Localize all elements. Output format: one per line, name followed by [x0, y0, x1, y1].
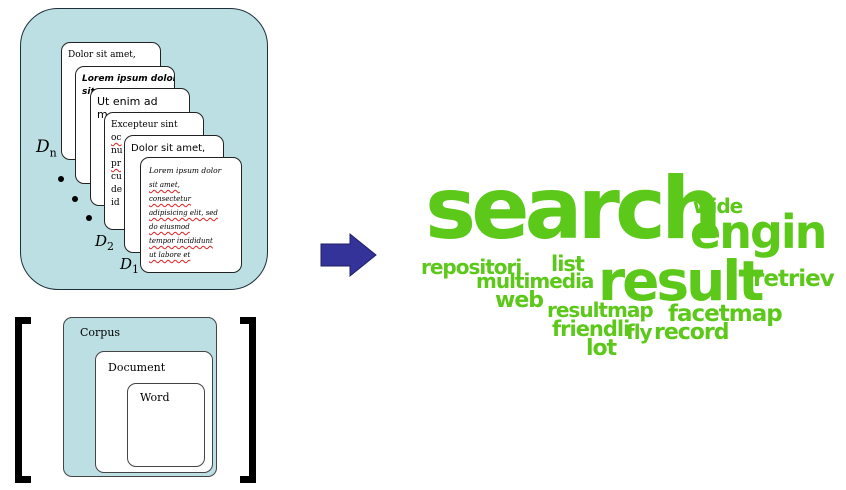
document-line: Dolor sit amet, — [68, 50, 136, 60]
word-label: Word — [140, 391, 170, 404]
word-friendli: friendli — [552, 317, 630, 341]
document-line: nu — [111, 146, 123, 156]
word-repositori: repositori — [421, 255, 522, 279]
word-wide: wide — [693, 194, 743, 218]
word-result: result — [598, 249, 764, 313]
document-line: Dolor sit amet, — [131, 143, 206, 154]
label-d-2: D2 — [95, 232, 115, 253]
right-arrow-icon — [320, 232, 377, 278]
document-line: do eiusmod — [149, 223, 190, 231]
document-line: pr — [111, 159, 122, 169]
right-bracket — [240, 317, 256, 483]
left-bracket — [15, 317, 31, 483]
word-record: record — [654, 320, 730, 345]
document-line: id — [111, 198, 120, 208]
word-resultmap: resultmap — [547, 298, 654, 322]
document-line: sit — [82, 87, 95, 97]
word-list: list — [551, 252, 585, 276]
word-search: search — [425, 159, 722, 259]
label-d-n: Dn — [36, 137, 57, 160]
word-retriev: retriev — [753, 266, 835, 292]
ellipsis-dot — [72, 196, 78, 202]
document-line: adipisicing elit, sed — [149, 209, 218, 217]
word-engin: engin — [690, 205, 827, 259]
document-line: de — [111, 185, 123, 195]
document-line: Lorem ipsum dolor — [149, 166, 222, 175]
document-label: Document — [108, 361, 166, 374]
ellipsis-dot — [86, 215, 92, 221]
document-line: sit amet, — [149, 181, 180, 189]
word-lot: lot — [586, 336, 617, 361]
document-line: Ut enim ad — [97, 95, 158, 108]
document-line: consectetur — [149, 195, 191, 203]
document-card-6: Lorem ipsum dolor sit amet, consectetur … — [140, 157, 242, 273]
word-facetmap: facetmap — [668, 301, 783, 327]
ellipsis-dot — [58, 176, 64, 182]
corpus-label: Corpus — [80, 326, 121, 339]
word-web: web — [495, 288, 544, 313]
document-line: ut labore et — [149, 251, 191, 259]
document-line: m — [97, 108, 108, 121]
document-line: Excepteur sint — [111, 120, 178, 130]
word-fly: fly — [626, 320, 653, 344]
label-d-1: D1 — [120, 255, 140, 276]
word-box: Word — [127, 383, 205, 467]
document-line: oc — [111, 133, 122, 143]
document-line: Lorem ipsum dolor — [82, 74, 175, 84]
document-line: cu — [111, 172, 122, 182]
word-multimedia: multimedia — [476, 269, 594, 293]
document-line: tempor incididunt — [149, 237, 213, 245]
